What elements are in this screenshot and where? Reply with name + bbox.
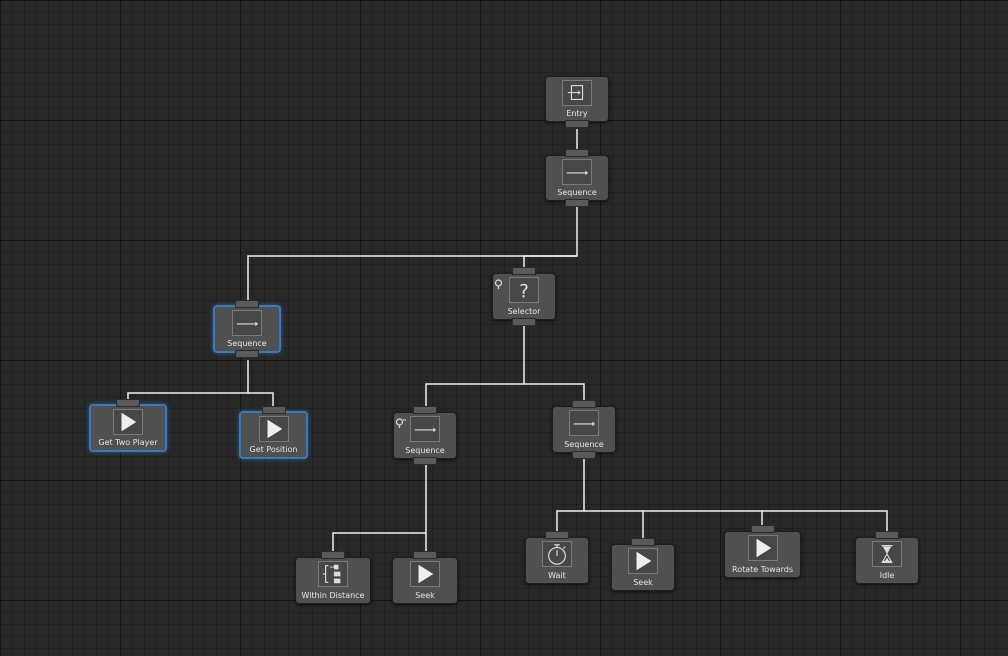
input-port[interactable] bbox=[116, 399, 140, 407]
mid-sequence-node[interactable]: Sequence bbox=[393, 406, 457, 465]
left-sequence-node[interactable]: Sequence bbox=[213, 300, 281, 358]
input-port[interactable] bbox=[321, 551, 345, 559]
question-mark-icon: ? bbox=[509, 277, 539, 303]
sequence-arrow-icon bbox=[562, 159, 592, 185]
sequence-arrow-icon bbox=[232, 310, 262, 336]
node-label: Get Position bbox=[249, 445, 298, 454]
play-icon bbox=[258, 416, 289, 442]
play-icon bbox=[113, 409, 143, 435]
input-port[interactable] bbox=[512, 267, 536, 275]
input-port[interactable] bbox=[235, 300, 259, 308]
link-mid-within-distance bbox=[332, 465, 427, 551]
node-label: Idle bbox=[879, 571, 895, 580]
link-selector-mid-sequence bbox=[425, 326, 525, 406]
get-position-node[interactable]: Get Position bbox=[239, 406, 308, 459]
svg-text:?: ? bbox=[519, 281, 529, 302]
within-distance-node[interactable]: Within Distance bbox=[295, 551, 371, 604]
seek-left-node[interactable]: Seek bbox=[392, 551, 458, 604]
node-label: Seek bbox=[633, 578, 653, 587]
abort-badge-icon bbox=[394, 414, 406, 428]
play-icon bbox=[410, 561, 440, 587]
link-right-rotate bbox=[643, 510, 763, 525]
hourglass-icon bbox=[872, 541, 902, 567]
rotate-towards-node[interactable]: Rotate Towards bbox=[724, 525, 801, 578]
node-label: Selector bbox=[507, 307, 541, 316]
root-sequence-node[interactable]: Sequence bbox=[545, 149, 609, 207]
right-sequence-node[interactable]: Sequence bbox=[552, 400, 616, 459]
selector-node[interactable]: ? Selector bbox=[492, 267, 556, 326]
entry-node[interactable]: Entry bbox=[545, 76, 609, 128]
link-root-selector bbox=[523, 255, 577, 268]
get-two-player-node[interactable]: Get Two Player bbox=[89, 399, 167, 452]
sequence-arrow-icon bbox=[569, 410, 599, 436]
node-label: Within Distance bbox=[301, 591, 365, 600]
link-selector-right-sequence bbox=[524, 383, 585, 400]
node-label: Get Two Player bbox=[98, 438, 158, 447]
conditional-icon bbox=[318, 561, 348, 587]
link-left-get-two-player bbox=[127, 360, 249, 403]
input-port[interactable] bbox=[572, 400, 596, 408]
link-root-left-sequence bbox=[247, 207, 578, 301]
input-port[interactable] bbox=[413, 406, 437, 414]
input-port[interactable] bbox=[413, 551, 437, 559]
idle-node[interactable]: Idle bbox=[855, 531, 919, 584]
node-label: Sequence bbox=[227, 339, 267, 348]
output-port[interactable] bbox=[512, 318, 536, 326]
wait-node[interactable]: Wait bbox=[525, 531, 589, 584]
play-icon bbox=[747, 535, 778, 561]
link-right-seek bbox=[584, 510, 644, 538]
link-right-wait bbox=[556, 459, 585, 531]
node-label: Seek bbox=[415, 591, 435, 600]
input-port[interactable] bbox=[565, 149, 589, 157]
sequence-arrow-icon bbox=[410, 416, 440, 442]
node-label: Entry bbox=[566, 109, 588, 118]
play-icon bbox=[628, 548, 658, 574]
output-port[interactable] bbox=[565, 120, 589, 128]
output-port[interactable] bbox=[235, 350, 259, 358]
node-label: Rotate Towards bbox=[732, 565, 793, 574]
output-port[interactable] bbox=[565, 199, 589, 207]
link-right-idle bbox=[762, 510, 888, 531]
link-left-get-position bbox=[248, 392, 274, 410]
node-label: Sequence bbox=[564, 440, 604, 449]
abort-badge-icon bbox=[493, 275, 505, 289]
node-label: Sequence bbox=[405, 446, 445, 455]
input-port[interactable] bbox=[631, 538, 655, 546]
input-port[interactable] bbox=[750, 525, 775, 533]
stopwatch-icon bbox=[542, 541, 572, 567]
input-port[interactable] bbox=[545, 531, 569, 539]
input-port[interactable] bbox=[261, 406, 286, 414]
input-port[interactable] bbox=[875, 531, 899, 539]
entry-icon bbox=[562, 80, 592, 106]
seek-right-node[interactable]: Seek bbox=[611, 538, 675, 591]
node-label: Sequence bbox=[557, 188, 597, 197]
output-port[interactable] bbox=[572, 451, 596, 459]
node-label: Wait bbox=[548, 571, 566, 580]
output-port[interactable] bbox=[413, 457, 437, 465]
